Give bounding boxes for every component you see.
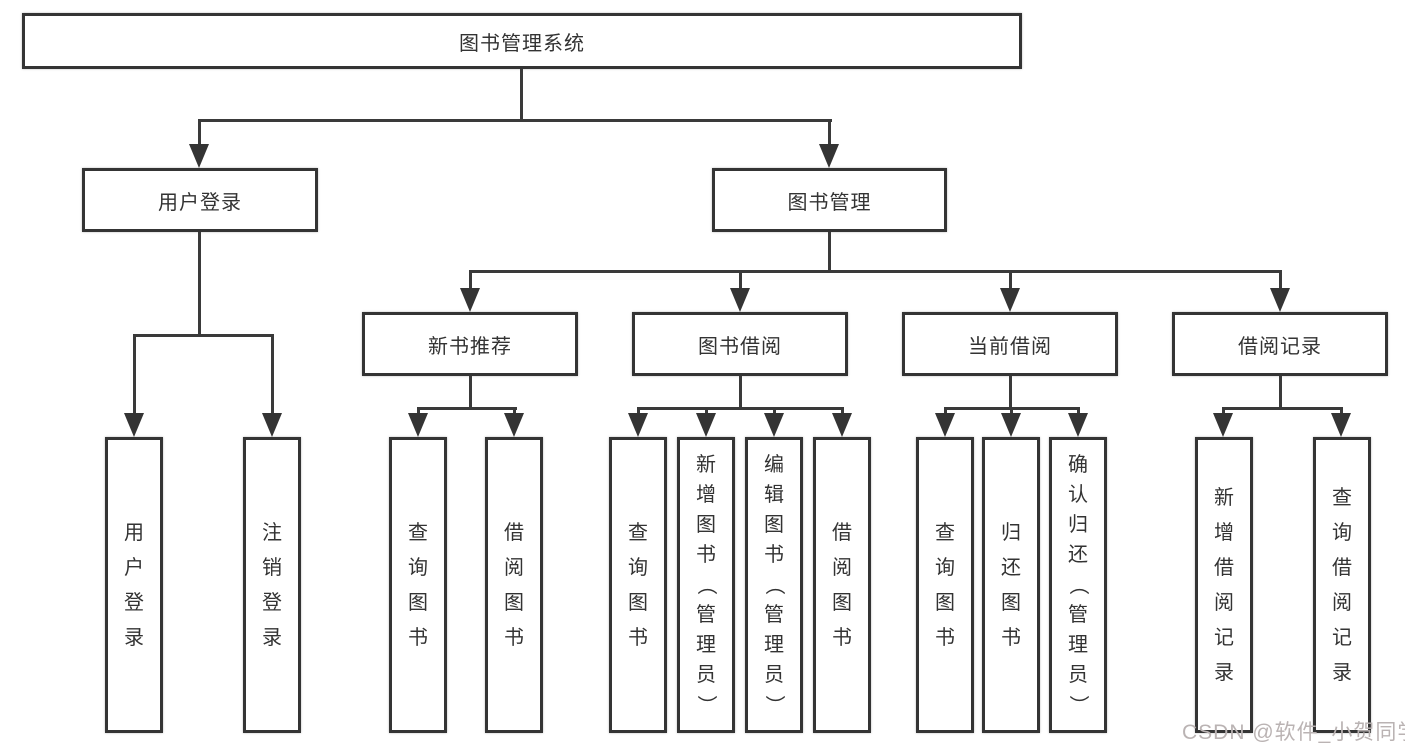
arrowhead-down-icon [408, 413, 428, 437]
leaf-borrow-books-borrow: 借阅图书 [813, 437, 871, 733]
arrowhead-down-icon [1213, 413, 1233, 437]
leaf-logout: 注销登录 [243, 437, 301, 733]
edge [469, 376, 472, 409]
edge [1009, 376, 1012, 409]
arrowhead-down-icon [730, 288, 750, 312]
leaf-add-borrow-record: 新增借阅记录 [1195, 437, 1253, 733]
arrowhead-down-icon [1331, 413, 1351, 437]
leaf-query-books-borrow: 查询图书 [609, 437, 667, 733]
arrowhead-down-icon [764, 413, 784, 437]
arrowhead-down-icon [1000, 288, 1020, 312]
edge [637, 407, 844, 410]
node-borrow-records: 借阅记录 [1172, 312, 1388, 376]
arrowhead-down-icon [262, 413, 282, 437]
edge [469, 270, 472, 294]
arrowhead-down-icon [1001, 413, 1021, 437]
edge [469, 270, 1282, 273]
leaf-query-books-recommend: 查询图书 [389, 437, 447, 733]
node-book-management: 图书管理 [712, 168, 947, 232]
arrowhead-down-icon [1068, 413, 1088, 437]
arrowhead-down-icon [504, 413, 524, 437]
arrowhead-down-icon [124, 413, 144, 437]
edge [1279, 376, 1282, 409]
arrowhead-down-icon [935, 413, 955, 437]
edge [828, 119, 831, 149]
edge [271, 334, 274, 418]
edge [1279, 270, 1282, 294]
arrowhead-down-icon [832, 413, 852, 437]
leaf-query-borrow-record: 查询借阅记录 [1313, 437, 1371, 733]
edge [1222, 407, 1343, 410]
edge [198, 119, 832, 122]
edge [198, 119, 201, 149]
arrowhead-down-icon [460, 288, 480, 312]
node-current-borrowing: 当前借阅 [902, 312, 1118, 376]
node-new-book-recommend: 新书推荐 [362, 312, 578, 376]
node-book-borrowing: 图书借阅 [632, 312, 848, 376]
edge [133, 334, 136, 418]
edge [198, 232, 201, 336]
arrowhead-down-icon [628, 413, 648, 437]
leaf-query-books-current: 查询图书 [916, 437, 974, 733]
edge [417, 407, 517, 410]
leaf-edit-books-admin: 编辑图书（管理员） [745, 437, 803, 733]
arrowhead-down-icon [819, 144, 839, 168]
edge [828, 232, 831, 272]
leaf-add-books-admin: 新增图书（管理员） [677, 437, 735, 733]
edge [739, 376, 742, 409]
leaf-borrow-books-recommend: 借阅图书 [485, 437, 543, 733]
edge [520, 69, 523, 121]
edge [133, 334, 274, 337]
edge [739, 270, 742, 294]
csdn-watermark: CSDN @软件_小贺同学 [1182, 721, 1405, 744]
edge [1009, 270, 1012, 294]
arrowhead-down-icon [1270, 288, 1290, 312]
arrowhead-down-icon [696, 413, 716, 437]
leaf-confirm-return-admin: 确认归还（管理员） [1049, 437, 1107, 733]
arrowhead-down-icon [189, 144, 209, 168]
node-library-system: 图书管理系统 [22, 13, 1022, 69]
leaf-user-login: 用户登录 [105, 437, 163, 733]
node-user-login: 用户登录 [82, 168, 318, 232]
leaf-return-books: 归还图书 [982, 437, 1040, 733]
